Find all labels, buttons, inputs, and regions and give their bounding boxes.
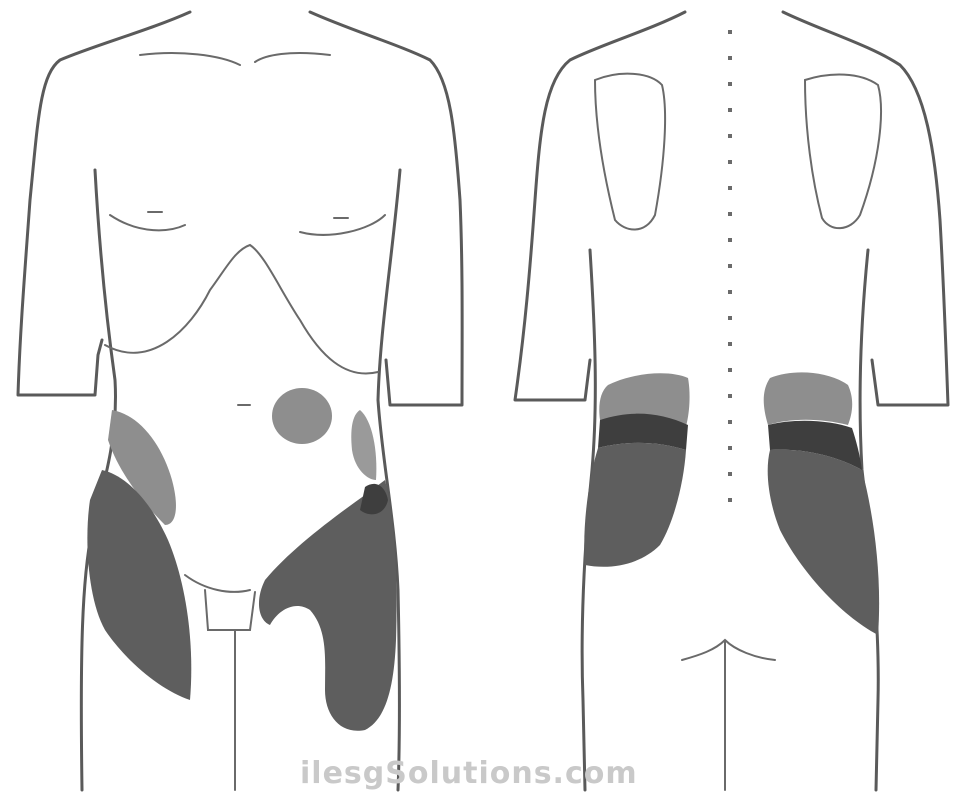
anterior-groin [185, 575, 255, 790]
left-scapula [595, 74, 665, 230]
anterior-rib-margin [105, 245, 378, 373]
watermark: ilesgSolutions.com [300, 756, 690, 790]
periumbilical-zone [272, 388, 332, 444]
anterior-clavicles [140, 53, 330, 65]
gluteal-cleft [682, 640, 775, 790]
anterior-view [18, 12, 462, 790]
right-scapula [805, 75, 881, 229]
left-flank-light-zone [351, 410, 376, 480]
right-back-dark-zone [768, 450, 879, 635]
left-lower-quadrant-dark-zone [259, 480, 397, 731]
posterior-view [515, 12, 948, 790]
posterior-body-outline [515, 12, 948, 405]
left-back-dark-zone [584, 443, 686, 567]
right-back-light-zone [764, 372, 852, 425]
